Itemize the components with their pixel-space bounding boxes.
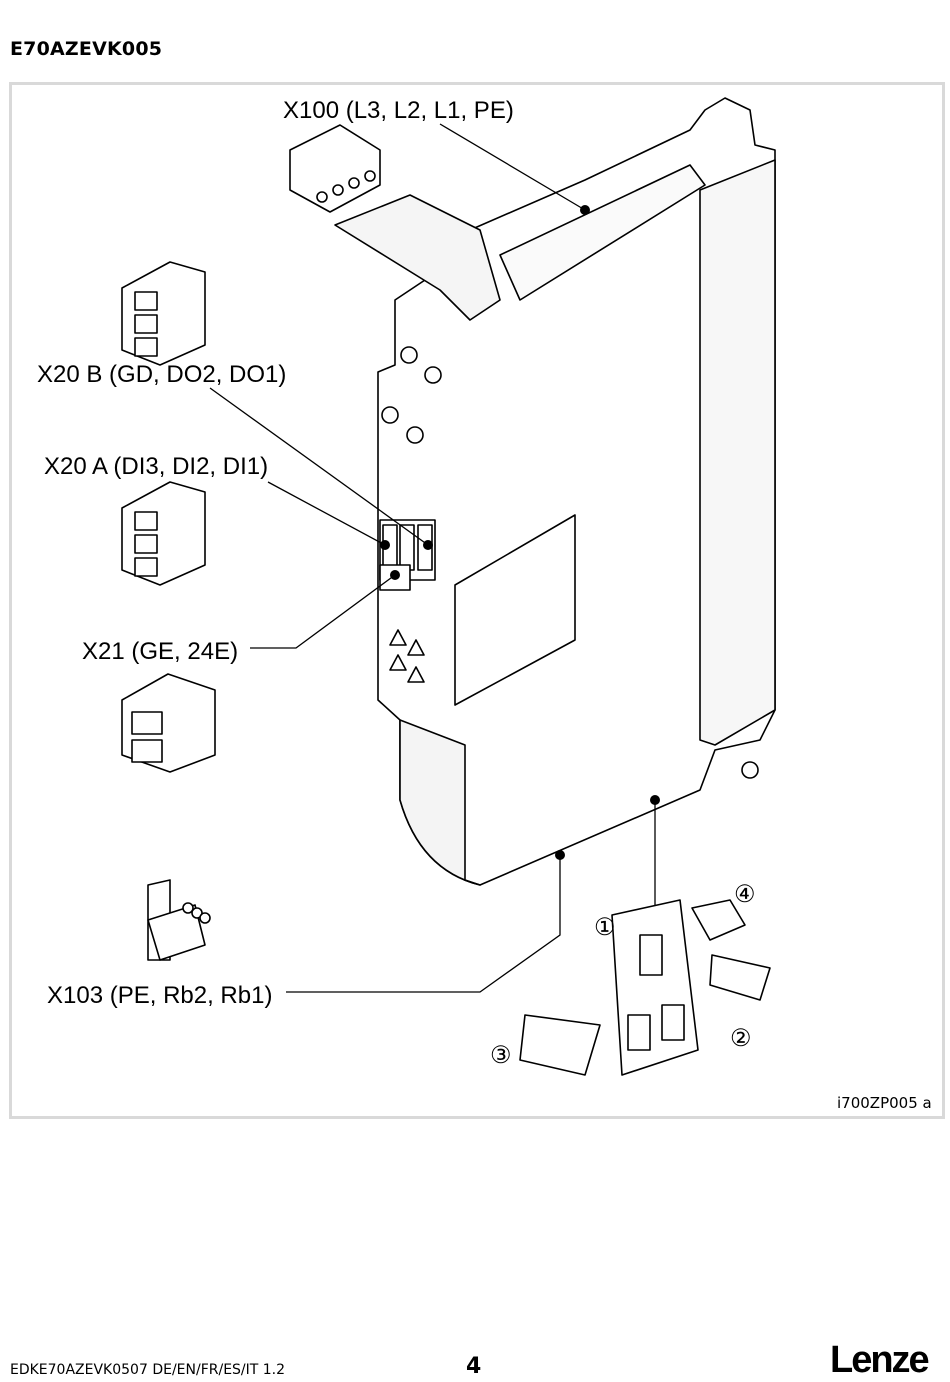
item-number-2: ② <box>730 1025 752 1052</box>
item-number-1: ① <box>594 914 616 941</box>
mounting-plate <box>611 899 699 1076</box>
device-side <box>699 159 776 746</box>
figure-frame <box>9 82 945 1119</box>
lenze-logo: Lenze <box>830 1339 931 1378</box>
x103-label: X103 (PE, Rb2, Rb1) <box>47 982 273 1009</box>
footer-doc-code: EDKE70AZEVK0507 DE/EN/FR/ES/IT 1.2 <box>10 1362 286 1378</box>
x20b-label: X20 B (GD, DO2, DO1) <box>37 361 287 388</box>
x103-leader <box>286 855 561 993</box>
x20a-leader <box>267 481 386 546</box>
item-number-3: ③ <box>490 1042 512 1069</box>
x20a-label: X20 A (DI3, DI2, DI1) <box>44 453 269 480</box>
item-number-4: ④ <box>734 881 756 908</box>
svg-text:Lenze: Lenze <box>830 1339 929 1378</box>
x21-label: X21 (GE, 24E) <box>82 638 239 665</box>
figure-id: i700ZP005 a <box>837 1094 932 1112</box>
x100-plug <box>289 124 381 213</box>
lower-cover <box>399 719 481 886</box>
clip-2 <box>709 954 771 1001</box>
page-number: 4 <box>466 1354 482 1379</box>
x100-label: X100 (L3, L2, L1, PE) <box>283 97 514 124</box>
x100-leader <box>439 123 586 211</box>
top-vents <box>499 164 706 301</box>
clip-3 <box>519 1014 601 1076</box>
x21-leader <box>250 574 396 649</box>
x20b-leader <box>209 387 429 546</box>
nameplate <box>454 514 576 706</box>
document-title: E70AZEVK005 <box>10 38 163 60</box>
clip-4 <box>691 899 746 941</box>
